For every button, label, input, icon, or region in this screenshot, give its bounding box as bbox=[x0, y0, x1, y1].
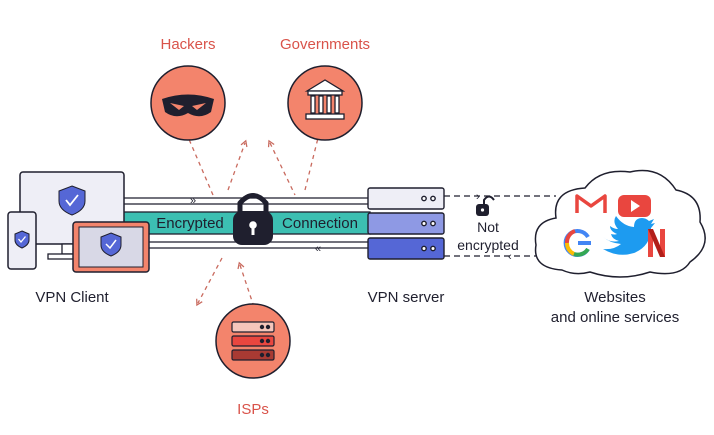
netflix-icon bbox=[648, 229, 665, 257]
vpn-client-label: VPN Client bbox=[35, 289, 109, 306]
governments-circle bbox=[287, 65, 363, 141]
arrow-gov-b bbox=[304, 126, 323, 191]
twitter-icon bbox=[603, 216, 655, 255]
services-cloud bbox=[534, 169, 706, 278]
tunnel-arrow-right: » bbox=[190, 195, 196, 207]
arrow-gov-a bbox=[267, 139, 296, 196]
arrow-isp-a bbox=[196, 257, 223, 307]
server-rack-icon bbox=[231, 321, 275, 361]
not-label: Not bbox=[477, 219, 499, 235]
hackers-label: Hackers bbox=[160, 36, 216, 53]
open-padlock-icon bbox=[476, 195, 495, 216]
not-encrypted-label: Not encrypted bbox=[452, 218, 524, 254]
threat-arrows bbox=[182, 126, 323, 311]
websites-line1: Websites bbox=[584, 289, 646, 306]
governments-node bbox=[287, 65, 363, 141]
websites-label: Websites and online services bbox=[530, 288, 700, 328]
padlock-icon bbox=[233, 193, 273, 245]
encrypted-label: Encrypted bbox=[156, 215, 224, 232]
encrypted-2-label: encrypted bbox=[457, 237, 519, 253]
government-building-icon bbox=[304, 79, 346, 120]
google-icon bbox=[563, 229, 591, 257]
vpn-server bbox=[367, 187, 445, 260]
websites-line2: and online services bbox=[550, 309, 680, 326]
link-arrow-right: › bbox=[476, 191, 480, 203]
vpn-server-label: VPN server bbox=[367, 289, 445, 306]
arrow-isp-b bbox=[237, 261, 256, 311]
isps-node bbox=[215, 303, 291, 379]
arrow-from-hackers bbox=[227, 139, 248, 191]
hacker-mask-icon bbox=[162, 94, 214, 117]
shield-icon bbox=[58, 185, 86, 216]
hackers-node bbox=[150, 65, 226, 141]
arrow-to-hackers bbox=[182, 126, 214, 196]
link-arrow-left: ‹ bbox=[508, 251, 512, 263]
connection-label: Connection bbox=[282, 215, 358, 232]
shield-icon bbox=[14, 230, 30, 249]
youtube-icon bbox=[618, 195, 651, 217]
tunnel-arrow-left: « bbox=[315, 243, 321, 255]
isps-label: ISPs bbox=[237, 401, 269, 418]
governments-label: Governments bbox=[279, 36, 371, 53]
shield-icon bbox=[100, 232, 122, 257]
vpn-client-devices bbox=[7, 171, 150, 273]
gmail-icon bbox=[575, 194, 607, 213]
